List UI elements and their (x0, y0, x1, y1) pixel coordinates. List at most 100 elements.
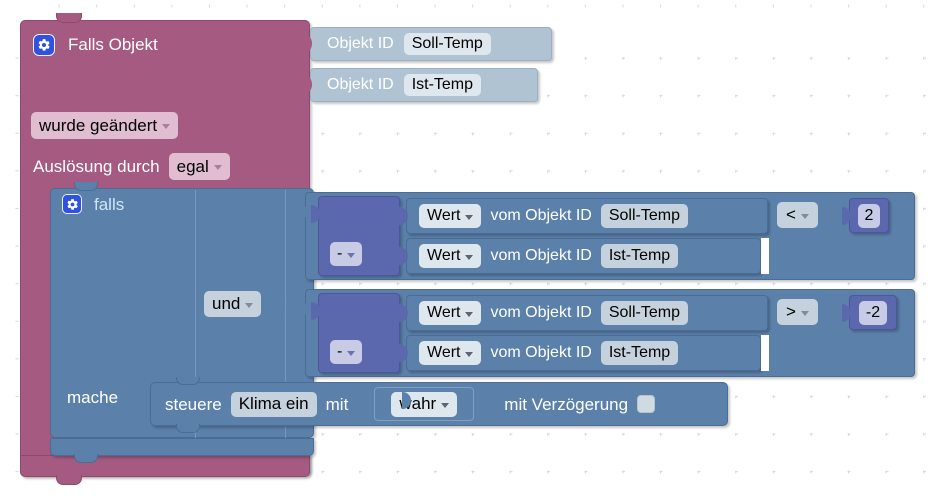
action-delay-label: mit Verzögerung (504, 394, 629, 414)
join-dropdown-wrap: und (204, 291, 262, 317)
join-dropdown[interactable]: und (204, 291, 262, 317)
objectid-label-1: Objekt ID (327, 76, 394, 93)
chevron-down-icon (245, 302, 254, 308)
chevron-down-icon (347, 252, 356, 258)
trigger-mode-dropdown[interactable]: wurde geändert (31, 112, 179, 139)
if-label: falls (94, 194, 125, 214)
objectid-socket-1 (303, 75, 312, 94)
number-field-1[interactable]: -2 (858, 300, 888, 325)
trigger-source-value: egal (176, 156, 209, 176)
number-field-0[interactable]: 2 (857, 203, 881, 228)
join-socket (277, 296, 286, 314)
value-dropdown-label-1-0: Wert (427, 304, 461, 321)
action-control-label: steuere (165, 394, 222, 414)
action-content: steuere Klima ein mit wahr mit Verzögeru… (165, 382, 725, 426)
value-socket-1-1 (399, 344, 408, 362)
chevron-down-icon (465, 214, 474, 220)
value-dropdown-1-0[interactable]: Wert (419, 301, 482, 325)
number-socket-0 (842, 207, 851, 225)
value-block-0-1[interactable]: Wert vom Objekt ID Ist-Temp (406, 238, 761, 274)
chevron-down-icon (213, 165, 222, 170)
trigger-header: Falls Objekt (33, 32, 263, 57)
number-block-0[interactable]: 2 (849, 198, 889, 233)
compare-op-dropdown-0[interactable]: < (777, 202, 818, 228)
chevron-down-icon (347, 350, 356, 356)
value-objectid-1-0[interactable]: Soll-Temp (600, 301, 688, 325)
objectid-value-1[interactable]: Ist-Temp (403, 74, 482, 96)
compare-op-label-0: < (786, 205, 796, 224)
compare-socket-0 (298, 203, 307, 221)
chevron-down-icon (800, 213, 809, 219)
if-inner-seam (195, 190, 196, 438)
trigger-mode-label: wurde geändert (39, 115, 158, 135)
arith-op-wrap-1: - (330, 340, 363, 364)
if-header: falls (62, 194, 124, 214)
chevron-down-icon (465, 351, 474, 357)
chevron-down-icon (441, 402, 450, 408)
value-dropdown-label-1-1: Wert (427, 344, 461, 361)
compare-op-label-1: > (786, 302, 796, 321)
value-of-label-1-1: vom Objekt ID (490, 344, 592, 361)
chevron-down-icon (800, 310, 809, 316)
number-block-1[interactable]: -2 (849, 295, 897, 330)
gear-icon[interactable] (33, 33, 55, 56)
value-dropdown-0-0[interactable]: Wert (419, 204, 482, 228)
value-socket-0-1 (399, 247, 408, 265)
value-socket-1-0 (399, 304, 408, 322)
trigger-block-foot (20, 455, 310, 477)
arith-op-label-0: - (337, 245, 343, 262)
objectid-label-0: Objekt ID (327, 35, 394, 52)
value-objectid-1-1[interactable]: Ist-Temp (600, 341, 679, 365)
value-objectid-0-0[interactable]: Soll-Temp (600, 204, 688, 228)
value-socket-0-0 (399, 207, 408, 225)
objectid-block-1[interactable]: Objekt ID Ist-Temp (310, 68, 538, 102)
chevron-down-icon (162, 124, 171, 129)
arith-socket-1 (311, 302, 320, 320)
do-label: mache (67, 388, 119, 407)
compare-op-wrap-0: < (777, 202, 818, 228)
gear-icon[interactable] (62, 194, 82, 214)
if-inner-seam-2 (285, 190, 286, 438)
compare-socket-1 (298, 300, 307, 318)
compare-filler-0 (761, 238, 769, 274)
arith-op-dropdown-1[interactable]: - (330, 340, 363, 364)
trigger-source-row: Auslösung durch egal (33, 153, 230, 180)
value-dropdown-label-0-0: Wert (427, 207, 461, 224)
compare-filler-1 (761, 335, 769, 371)
action-delay-checkbox[interactable] (637, 395, 656, 413)
objectid-socket-0 (303, 34, 312, 53)
action-block-bottom-nub (176, 424, 200, 433)
trigger-source-dropdown[interactable]: egal (168, 153, 230, 180)
if-block-bottom-nub (74, 454, 98, 463)
join-dropdown-label: und (212, 294, 241, 313)
trigger-block-bottom-nub (56, 475, 82, 485)
trigger-source-label: Auslösung durch (33, 157, 160, 176)
compare-op-dropdown-1[interactable]: > (777, 299, 818, 325)
action-target-field[interactable]: Klima ein (230, 391, 317, 417)
chevron-down-icon (465, 254, 474, 260)
value-block-1-1[interactable]: Wert vom Objekt ID Ist-Temp (406, 335, 761, 371)
action-value-block[interactable]: wahr (374, 387, 475, 421)
compare-op-wrap-1: > (777, 299, 818, 325)
value-objectid-0-1[interactable]: Ist-Temp (600, 244, 679, 268)
action-with-label: mit (325, 394, 349, 414)
value-of-label-1-0: vom Objekt ID (490, 304, 592, 321)
value-dropdown-0-1[interactable]: Wert (419, 244, 482, 268)
if-block-foot (50, 438, 314, 456)
value-block-0-0[interactable]: Wert vom Objekt ID Soll-Temp (406, 198, 768, 234)
chevron-down-icon (465, 311, 474, 317)
value-block-1-0[interactable]: Wert vom Objekt ID Soll-Temp (406, 295, 768, 331)
value-of-label-0-1: vom Objekt ID (490, 247, 592, 264)
trigger-title: Falls Objekt (68, 35, 158, 54)
action-value-socket (402, 392, 411, 409)
objectid-block-0[interactable]: Objekt ID Soll-Temp (310, 27, 552, 61)
arith-op-dropdown-0[interactable]: - (330, 242, 363, 266)
objectid-value-0[interactable]: Soll-Temp (403, 33, 491, 55)
value-dropdown-1-1[interactable]: Wert (419, 341, 482, 365)
arith-op-wrap-0: - (330, 242, 363, 266)
arith-op-label-1: - (337, 343, 343, 360)
number-socket-1 (842, 304, 851, 322)
trigger-mode-row: wurde geändert (31, 112, 179, 139)
value-dropdown-label-0-1: Wert (427, 247, 461, 264)
